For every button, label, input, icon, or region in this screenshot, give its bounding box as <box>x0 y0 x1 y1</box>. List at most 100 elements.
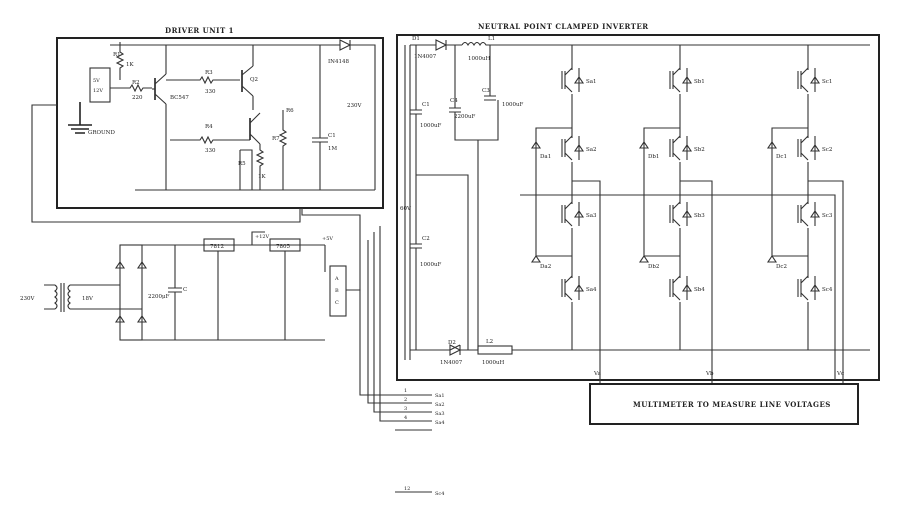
regulator-7812 <box>203 238 235 252</box>
label-dc1: Dc1 <box>776 154 787 160</box>
label-sb3: Sb3 <box>694 213 705 219</box>
diode-d1 <box>320 39 376 190</box>
capacitor-c3-npc <box>484 45 496 101</box>
clamp-diode-db1 <box>638 141 650 149</box>
r2-value: 220 <box>132 95 143 101</box>
bridge-diodes <box>114 261 148 323</box>
dc-bus-left <box>404 45 411 360</box>
clamp-diode-da2 <box>530 255 542 263</box>
clamp-diode-dc1 <box>766 141 778 149</box>
igbt-sc2 <box>797 135 821 162</box>
filter-capacitor <box>142 244 325 341</box>
igbt-sb3 <box>669 201 693 228</box>
opto-a: A <box>334 276 339 282</box>
label-sc4: Sc4 <box>822 287 833 293</box>
pin-3-name: Sa3 <box>435 411 445 417</box>
inductor-l-top <box>461 41 870 47</box>
igbt-sc1 <box>797 67 821 94</box>
r5-value: 1K <box>258 174 266 180</box>
r7-label: R7 <box>272 136 280 142</box>
label-sa3: Sa3 <box>586 213 597 219</box>
c1-value: 1M <box>328 146 337 152</box>
cap-label: C <box>183 287 187 293</box>
output-wire-c <box>808 180 844 384</box>
driver-feed-wire <box>31 104 301 223</box>
label-db2: Db2 <box>648 264 659 270</box>
signal-pins: 1 Sa1 2 Sa2 3 Sa3 4 Sa4 12 Sc4 <box>395 388 445 497</box>
opto-b: B <box>335 288 339 294</box>
capacitor-c2-npc <box>410 175 422 350</box>
c4-npc-value: 2200uF <box>454 114 476 120</box>
clamp-diode-da1 <box>530 141 542 149</box>
driver-rails <box>110 44 375 191</box>
c3-npc-label: C3 <box>482 88 490 94</box>
clamp-path-b <box>643 127 680 257</box>
igbt-sb1 <box>669 67 693 94</box>
d-top-value: 1N4007 <box>414 54 437 60</box>
d-top-label: D1 <box>412 36 420 42</box>
output-label-a: Va <box>593 371 601 377</box>
resistor-r6 <box>278 110 288 190</box>
pin-1-name: Sa1 <box>435 393 445 399</box>
d1-label: IN4148 <box>328 59 349 65</box>
npc-inverter: NEUTRAL POINT CLAMPED INVERTER 60V D1 1N… <box>396 22 880 384</box>
capacitor-c4-npc <box>449 45 499 141</box>
c2-npc-label: C2 <box>422 236 430 242</box>
igbt-sa2 <box>561 135 585 162</box>
output-wire-a <box>572 180 601 384</box>
label-da1: Da1 <box>540 154 551 160</box>
igbt-sa4 <box>561 275 585 302</box>
capacitor-c1 <box>312 45 328 190</box>
diode-d-bottom <box>410 344 478 356</box>
r5-label: R5 <box>238 161 246 167</box>
v-out1-label: +12V <box>255 234 270 240</box>
c2-npc-value: 1000uF <box>420 262 442 268</box>
igbt-sb4 <box>669 275 693 302</box>
ac-in-label: 230V <box>20 296 35 302</box>
reg1-label: 7812 <box>210 244 224 250</box>
neutral-rail <box>520 194 836 380</box>
driver-unit-title: DRIVER UNIT 1 <box>165 26 234 35</box>
resistor-r1 <box>115 42 125 80</box>
c1-label: C1 <box>328 133 336 139</box>
regulator-ic <box>89 67 111 103</box>
diode-d-top <box>410 39 462 51</box>
pin-12-name: Sc4 <box>435 491 444 497</box>
output-wire-b <box>680 180 713 384</box>
output-label-c: Vc <box>836 371 844 377</box>
npc-inverter-title: NEUTRAL POINT CLAMPED INVERTER <box>478 22 649 31</box>
transformer <box>44 283 82 312</box>
ic-5v-label: 5V <box>93 78 100 84</box>
resistor-r5 <box>239 144 265 190</box>
output-label-b: Vb <box>705 371 714 377</box>
label-sa2: Sa2 <box>586 147 597 153</box>
r2-label: R2 <box>132 80 140 86</box>
vdc-label: 60V <box>400 206 412 212</box>
l-bot-label: L2 <box>486 339 493 345</box>
clamp-path-c <box>771 127 808 257</box>
label-sa4: Sa4 <box>586 287 597 293</box>
ic-12v-label: 12V <box>93 88 103 94</box>
label-sb4: Sb4 <box>694 287 705 293</box>
c1-npc-value: 1000uF <box>420 123 442 129</box>
clamp-path-a <box>535 127 572 257</box>
driver-to-opto-wire <box>301 208 361 291</box>
igbt-sb2 <box>669 135 693 162</box>
r4-value: 330 <box>205 148 216 154</box>
pin-2-num: 2 <box>404 397 407 403</box>
clamp-diode-db2 <box>638 255 650 263</box>
cap-value: 2200μF <box>148 294 170 300</box>
label-sb1: Sb1 <box>694 79 705 85</box>
multimeter-box <box>589 383 859 425</box>
label-dc2: Dc2 <box>776 264 787 270</box>
pin-1-num: 1 <box>404 388 407 394</box>
label-sc1: Sc1 <box>822 79 832 85</box>
driver-unit-border <box>56 37 384 209</box>
r4-label: R4 <box>205 124 213 130</box>
optocoupler <box>329 265 347 317</box>
inductor-l-bottom <box>477 345 513 355</box>
